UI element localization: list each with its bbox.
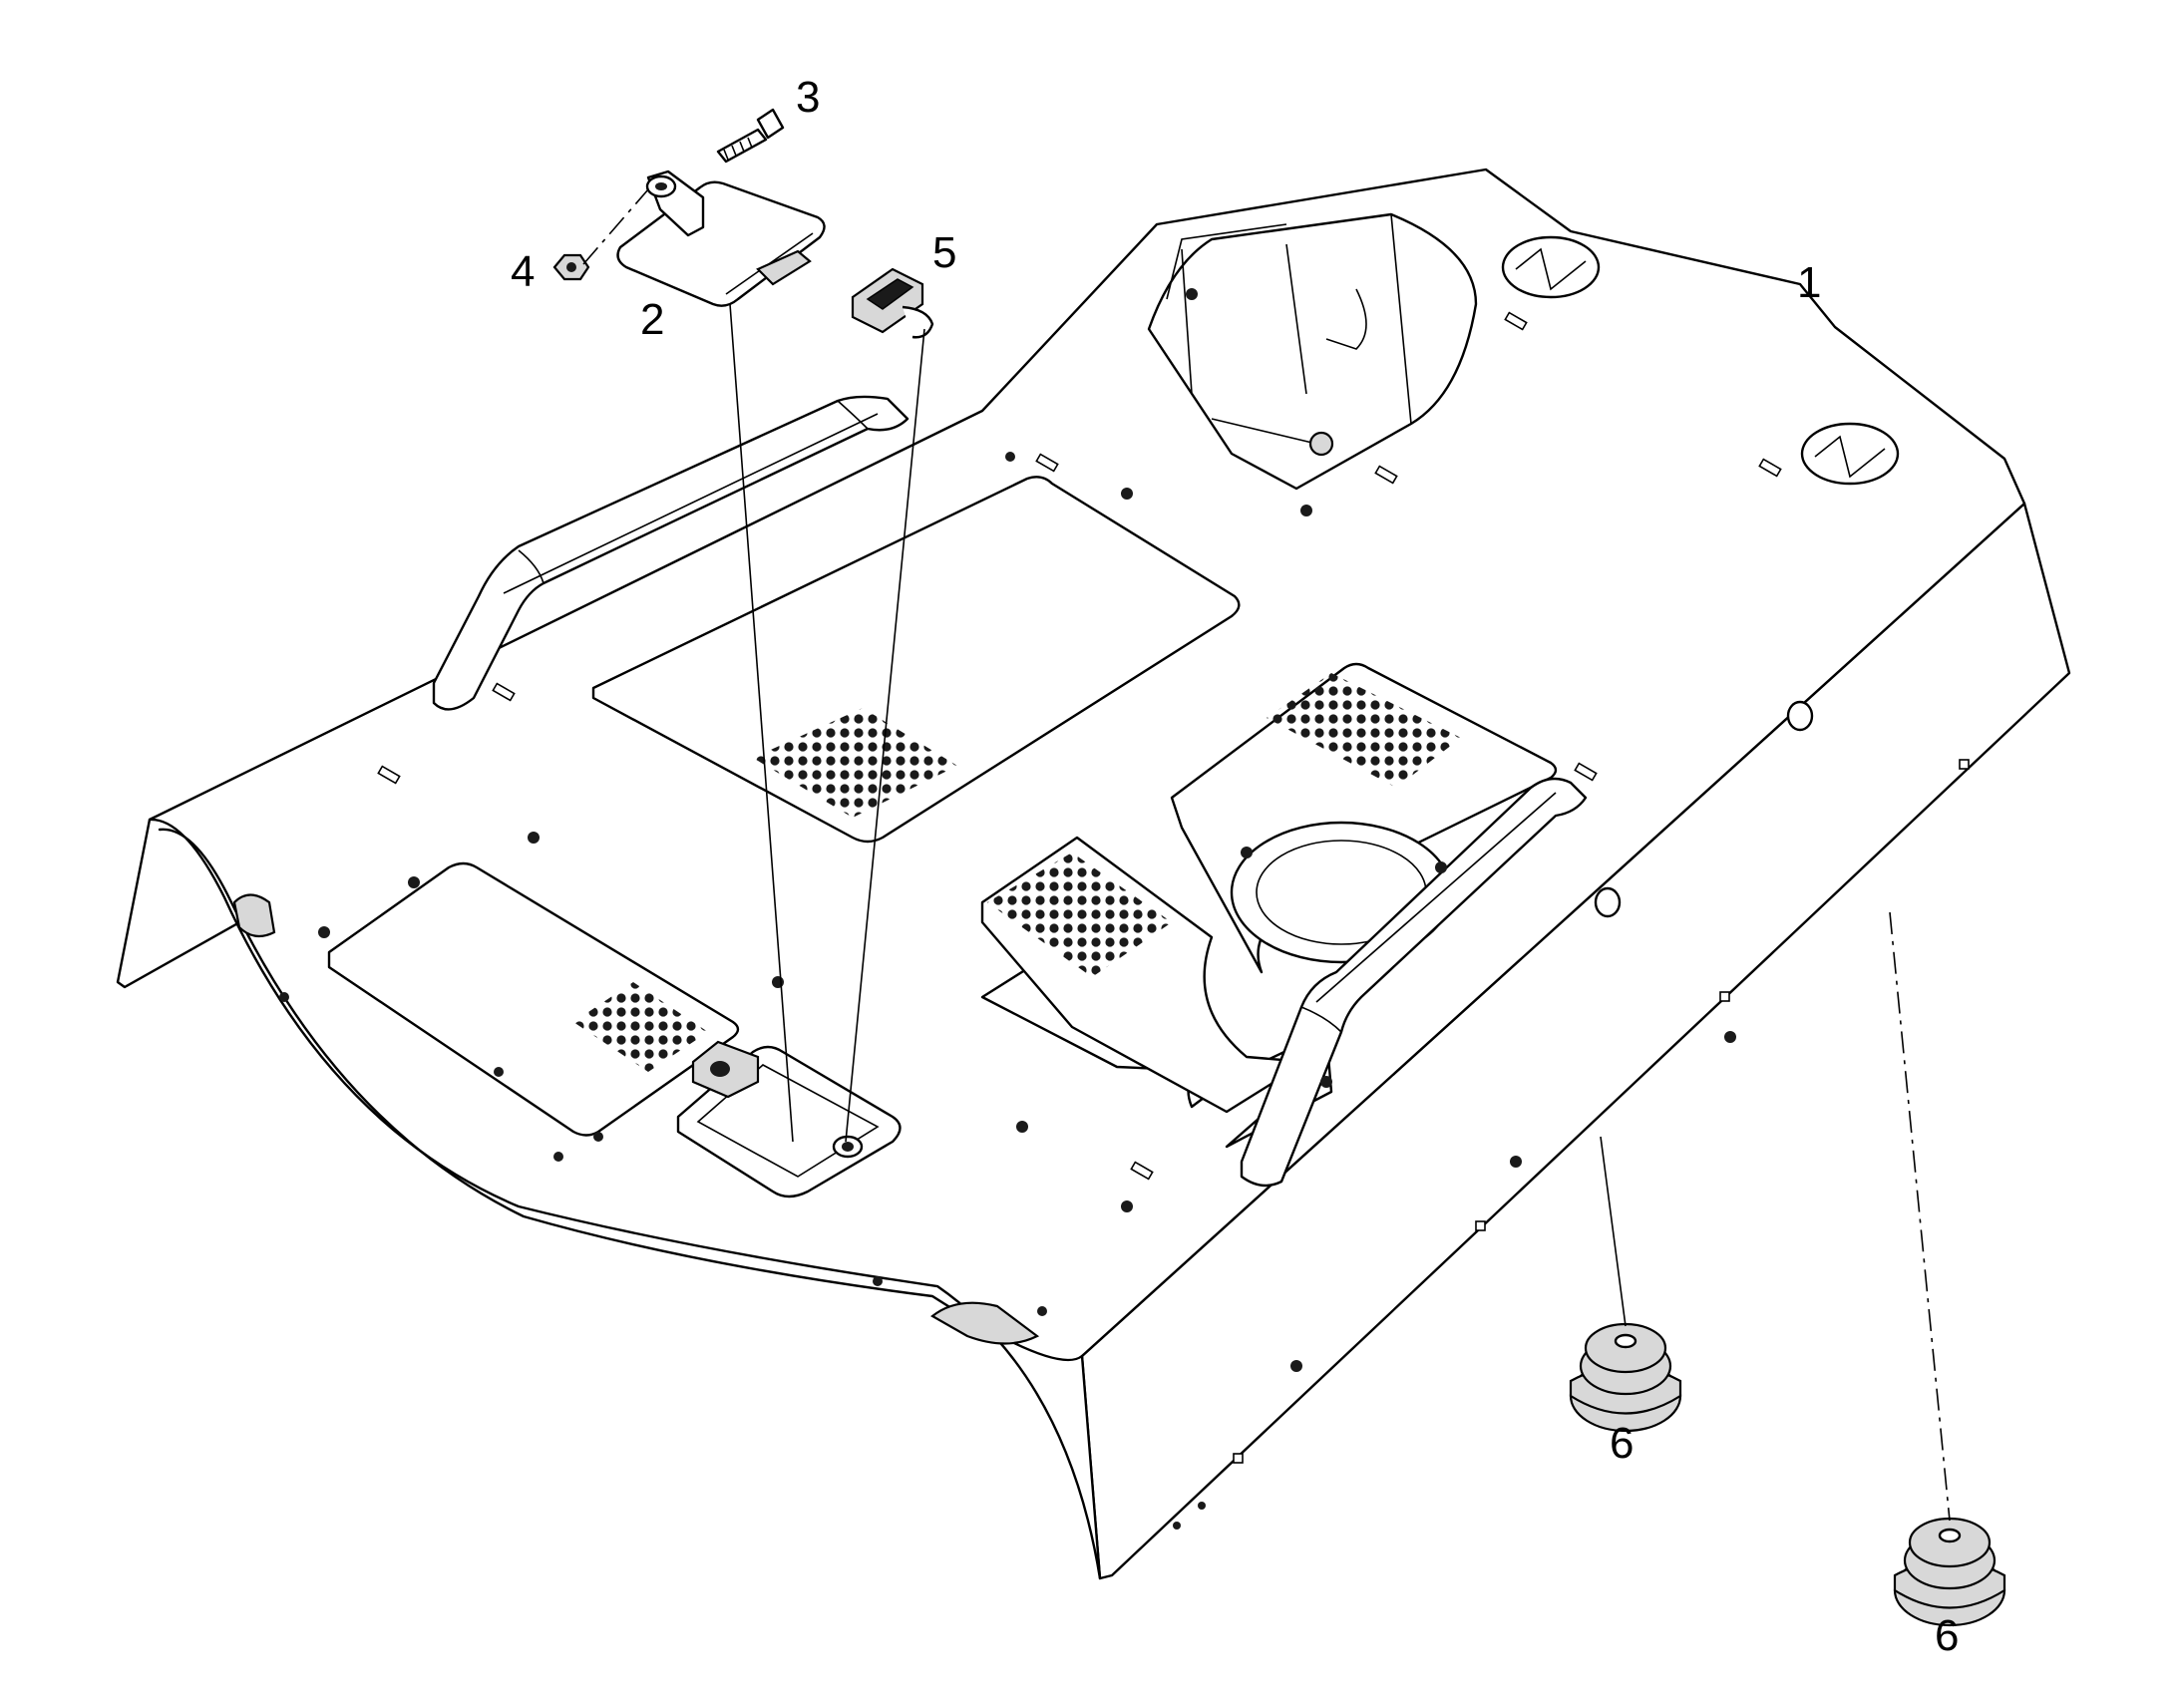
callout-5: 5 — [932, 228, 956, 277]
leader-lines — [582, 188, 1951, 1522]
rubber-mount-icon — [1569, 1322, 1682, 1433]
callout-3: 3 — [796, 73, 820, 122]
callout-1: 1 — [1797, 258, 1821, 307]
callout-labels: 1 2 3 4 5 6 6 — [511, 73, 1959, 1660]
callout-2: 2 — [640, 295, 664, 344]
mounting-slots — [377, 311, 1970, 1464]
rubber-mount-icon — [1893, 1517, 2006, 1627]
tunnel-bolt-icon — [1308, 431, 1334, 457]
bolt-icon — [716, 108, 785, 164]
fastener-holes — [279, 288, 1736, 1530]
fender-deck-icon — [116, 168, 2071, 1580]
callout-6-right: 6 — [1935, 1611, 1959, 1660]
callout-4: 4 — [511, 247, 535, 296]
access-cover-icon — [616, 170, 826, 307]
callout-6-left: 6 — [1610, 1419, 1634, 1468]
nut-icon — [552, 253, 590, 281]
latch-icon — [851, 267, 934, 339]
